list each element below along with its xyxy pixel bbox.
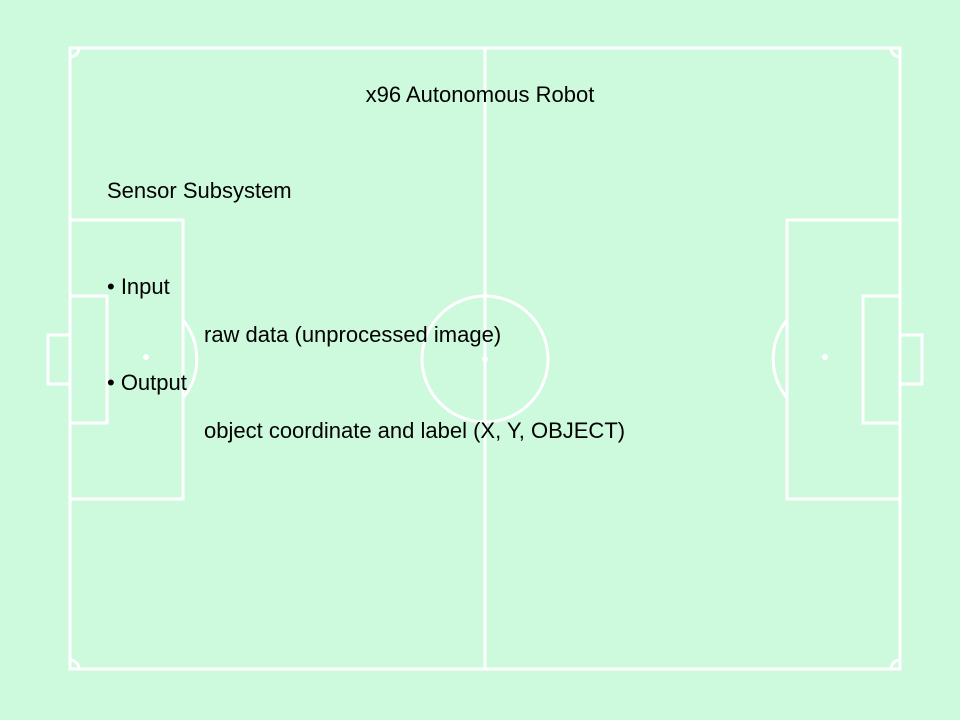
bullet-output: • Output [107,370,187,395]
slide-subtitle: Sensor Subsystem [107,178,292,203]
right-goal-area [861,294,902,425]
corner-arc-top-left [69,47,81,59]
left-penalty-spot [143,354,149,360]
right-goal [898,333,924,386]
input-detail: raw data (unprocessed image) [204,322,502,347]
corner-arc-top-right [889,47,901,59]
left-goal-area [68,294,109,425]
left-penalty-arc [181,319,199,399]
slide-title: x96 Autonomous Robot [365,82,595,107]
right-penalty-arc [771,319,789,399]
left-goal [46,333,72,386]
center-spot [482,356,488,362]
bullet-input: • Input [107,274,170,299]
left-penalty-area [68,218,185,501]
right-penalty-spot [822,354,828,360]
center-circle [420,294,550,424]
right-penalty-area [785,218,902,501]
corner-arc-bottom-right [889,658,901,670]
output-detail: object coordinate and label (X, Y, OBJEC… [204,418,626,443]
corner-arc-bottom-left [69,658,81,670]
